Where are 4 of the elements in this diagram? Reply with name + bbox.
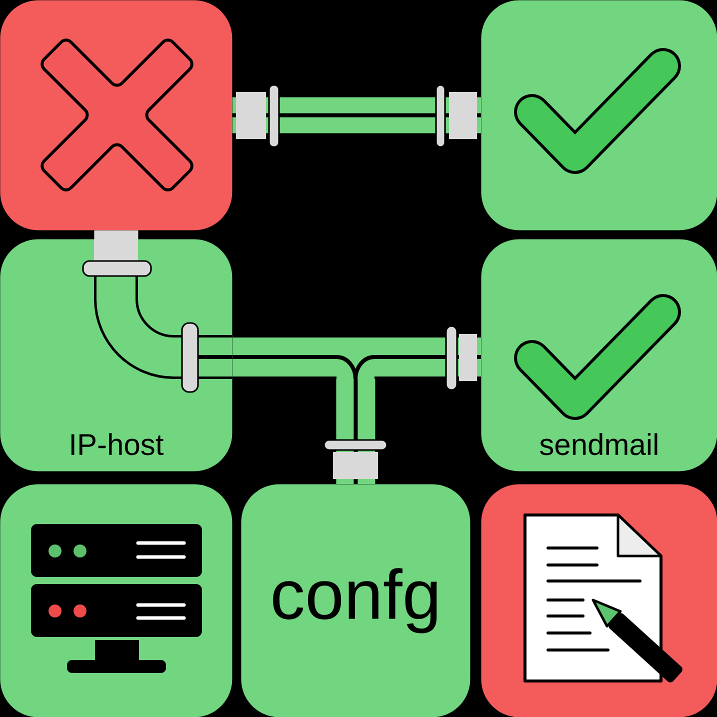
text-tile: confg — [241, 484, 470, 717]
pipe — [232, 335, 481, 379]
pipe — [94, 230, 138, 239]
pipe — [232, 94, 481, 136]
